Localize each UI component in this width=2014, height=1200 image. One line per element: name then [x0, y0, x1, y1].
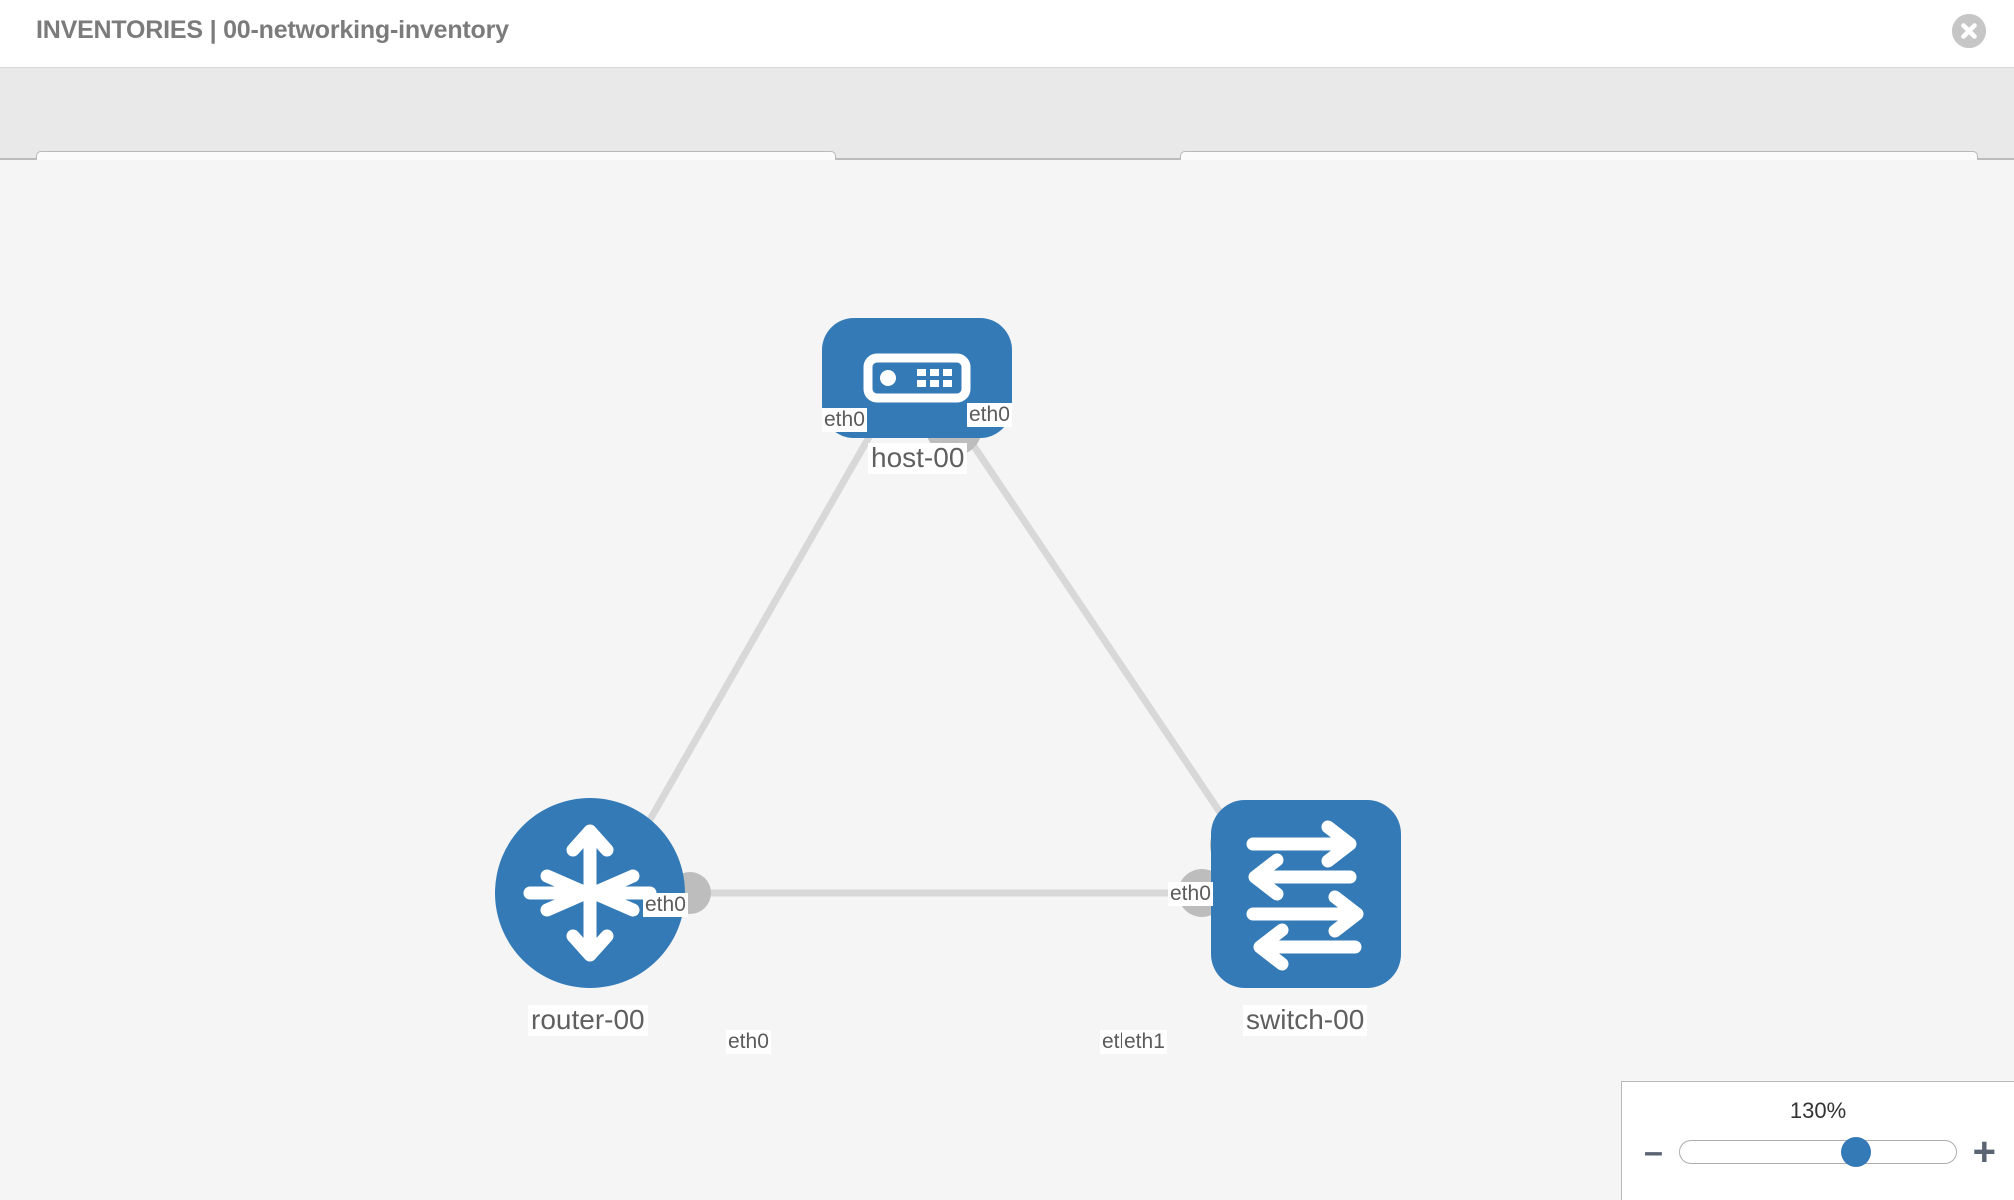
topology-canvas[interactable]: eth0 eth0 eth0 eth0 eth0 eth0 eth1 host-… [0, 160, 2014, 1200]
edge-label-host-left: eth0 [822, 408, 867, 433]
zoom-percent-label: 130% [1789, 1098, 1847, 1123]
close-circle-icon [1952, 14, 1986, 48]
edge-label-router-up: eth0 [643, 893, 688, 918]
edge-label-switch-left-b: eth1 [1122, 1030, 1167, 1055]
node-switch-00[interactable] [1211, 800, 1401, 988]
node-label-router-00: router-00 [528, 1004, 648, 1036]
edge-host-switch [952, 416, 1255, 862]
zoom-out-button[interactable]: – [1644, 1133, 1663, 1171]
topology-graph [495, 318, 1401, 988]
edge-label-switch-up: eth0 [1168, 882, 1213, 907]
zoom-in-button[interactable]: + [1972, 1130, 1996, 1174]
page-title: INVENTORIES | 00-networking-inventory [36, 16, 509, 44]
zoom-control-panel: 130% – + [1621, 1081, 2014, 1200]
edge-label-router-right: eth0 [726, 1030, 771, 1055]
server-icon [863, 353, 971, 403]
switch-arrows-icon [1246, 820, 1364, 971]
node-host-00[interactable] [822, 318, 1012, 438]
node-label-switch-00: switch-00 [1243, 1004, 1368, 1036]
node-router-00[interactable] [495, 798, 685, 988]
edge-host-router [616, 416, 884, 874]
page-header: INVENTORIES | 00-networking-inventory [0, 0, 2014, 68]
node-label-host-00: host-00 [868, 442, 968, 474]
zoom-slider-thumb[interactable] [1841, 1137, 1872, 1167]
close-button[interactable] [1952, 14, 1986, 48]
zoom-slider-track[interactable] [1678, 1137, 1957, 1167]
edge-label-host-right: eth0 [967, 403, 1012, 428]
edge-layer [616, 416, 1255, 897]
toolbar: ACTIONS SEARCH [0, 68, 2014, 203]
router-arrows-icon [523, 824, 657, 962]
connector-layer [669, 400, 1264, 917]
